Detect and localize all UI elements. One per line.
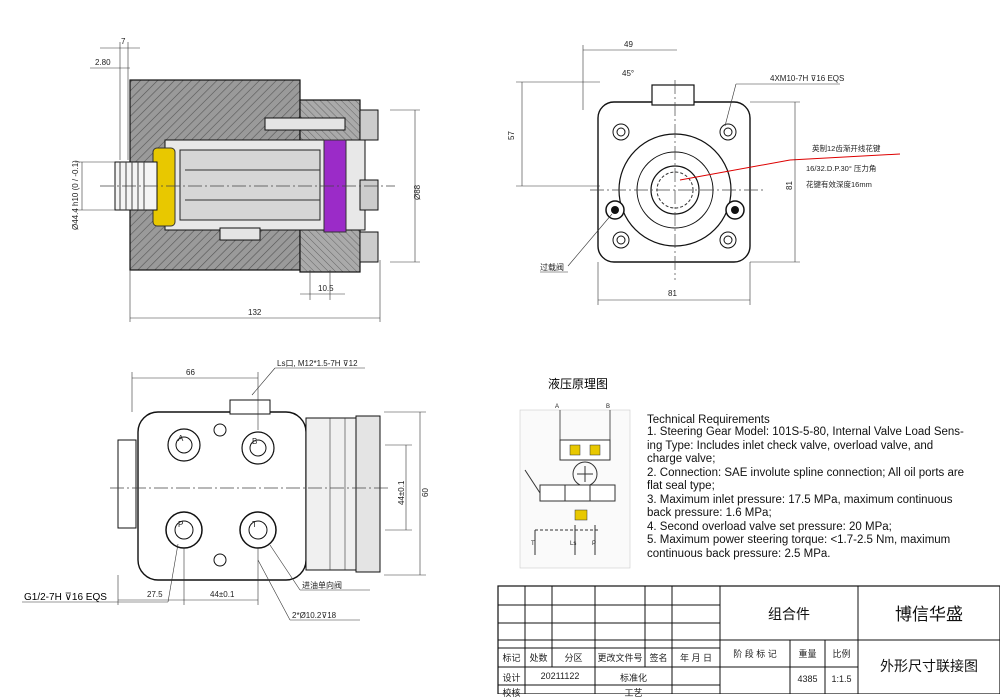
tech-line: 1. Steering Gear Model: 101S-5-80, Inter…	[647, 426, 964, 438]
dim-81-v: 81	[785, 181, 794, 190]
dim-132: 132	[248, 308, 262, 317]
hyd-label-ls: Ls	[570, 541, 576, 547]
review-label: 校核	[502, 688, 521, 698]
tech-line: 4. Second overload valve set pressure: 2…	[647, 520, 892, 533]
hyd-label-b: B	[606, 404, 610, 410]
header-signature: 签名	[649, 653, 668, 663]
port-t-label: T	[252, 520, 257, 529]
assembly-label: 组合件	[768, 607, 810, 623]
tech-line: 2. Connection: SAE involute spline conne…	[647, 466, 965, 479]
tech-line: 3. Maximum inlet pressure: 17.5 MPa, max…	[647, 493, 953, 506]
side-view	[22, 367, 426, 621]
dim-66: 66	[186, 368, 195, 377]
dim-27-5: 27.5	[147, 590, 163, 599]
label-check-valve: 进油单向阀	[302, 580, 342, 590]
stage-label: 阶 段 标 记	[733, 649, 777, 659]
end-view	[516, 45, 901, 305]
tech-line: continuous back pressure: 2.5 MPa.	[647, 547, 831, 560]
hydraulic-schematic	[519, 409, 631, 569]
tech-line: ing Type: Includes inlet check valve, ov…	[647, 439, 934, 452]
dim-2-80: 2.80	[95, 58, 111, 67]
dim-dia-88: Ø88	[413, 184, 422, 200]
header-count: 处数	[529, 653, 548, 663]
dim-top-7: 7	[121, 37, 126, 46]
thread-callout: 4XM10-7H ⊽16 EQS	[770, 74, 844, 83]
dim-45deg: 45°	[622, 69, 634, 78]
company-name: 博信华盛	[895, 605, 963, 625]
tech-line: 5. Maximum power steering torque: <1.7-2…	[647, 534, 951, 546]
dim-81-h: 81	[668, 289, 677, 298]
port-b-label: B	[252, 437, 257, 446]
hydraulic-title: 液压原理图	[548, 376, 608, 391]
label-overload-valve: 过载阀	[540, 262, 564, 272]
drawing-name: 外形尺寸联接图	[880, 659, 978, 675]
tech-line: back pressure: 1.6 MPa;	[647, 507, 772, 519]
hole-callout: 2*Ø10.2⊽18	[292, 611, 337, 620]
tech-title: Technical Requirements	[647, 414, 770, 426]
port-a-label: A	[178, 434, 184, 443]
header-zone: 分区	[564, 653, 583, 663]
header-date: 年 月 日	[679, 653, 712, 663]
dim-dia-44: Ø44.4 h10 (0 / -0.1)	[71, 160, 80, 230]
hyd-label-a: A	[555, 404, 559, 410]
weight-label: 重量	[798, 649, 817, 659]
tech-requirements: Technical Requirements 1. Steering Gear …	[647, 414, 977, 561]
scale-label: 比例	[832, 649, 851, 659]
dim-44-h: 44±0.1	[210, 590, 235, 599]
title-block-grid	[497, 585, 1000, 694]
standard-label: 标准化	[619, 673, 647, 683]
spline-note-3: 花键有效深度16mm	[806, 179, 872, 189]
dim-44-v: 44±0.1	[397, 480, 406, 505]
header-mark: 标记	[502, 653, 521, 663]
dim-49: 49	[624, 40, 633, 49]
hyd-label-p: P	[592, 541, 596, 547]
tech-line: charge valve;	[647, 453, 716, 465]
header-change-doc: 更改文件号	[597, 653, 643, 663]
hyd-label-t: T	[531, 541, 535, 547]
weight-value: 4385	[797, 674, 818, 684]
dim-10-5: 10.5	[318, 284, 334, 293]
section-view	[75, 42, 420, 322]
dim-60: 60	[421, 488, 430, 497]
spline-note-1: 英制12齿渐开线花键	[812, 143, 881, 153]
design-label: 设计	[502, 673, 521, 683]
ls-callout: Ls口, M12*1.5-7H ⊽12	[277, 359, 358, 368]
port-callout: G1/2-7H ⊽16 EQS	[24, 592, 107, 603]
process-label: 工艺	[624, 688, 643, 698]
dim-57: 57	[507, 131, 516, 140]
design-date: 20211122	[540, 671, 580, 681]
scale-value: 1:1.5	[831, 674, 852, 684]
tech-line: flat seal type;	[647, 480, 715, 492]
port-p-label: P	[178, 520, 183, 529]
spline-note-2: 16/32.D.P.30° 压力角	[806, 163, 876, 173]
